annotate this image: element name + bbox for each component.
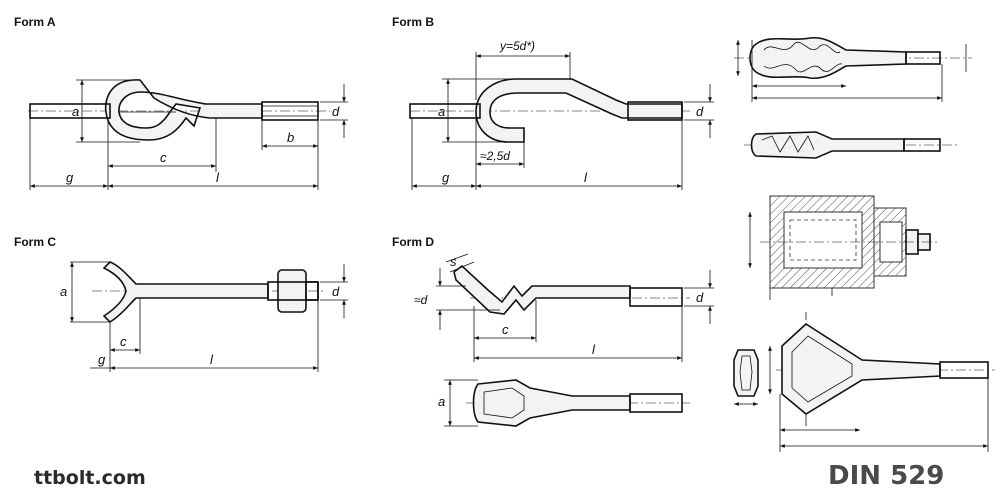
form-a-label: Form A [14, 15, 56, 29]
form-d-wave-body [453, 264, 631, 315]
form-d-thread [629, 287, 683, 307]
form-b-drawing: Form B y=5d*) a d ≈2,5d g l [392, 15, 714, 190]
form-c-dim-g: g [98, 352, 106, 367]
form-c-drawing: Form C a d c g l [14, 235, 348, 372]
form-d-plan-view [472, 379, 631, 427]
form-b-dim-l: l [584, 170, 588, 185]
embedded-anchor-section [748, 195, 940, 300]
form-a-eye-loop [104, 79, 263, 141]
form-d-label: Form D [392, 235, 434, 249]
form-d-plan-dim-a: a [438, 394, 445, 409]
form-c-fishtail [102, 261, 269, 324]
form-b-thread [627, 101, 683, 121]
form-d-dim-l: l [592, 342, 596, 357]
site-watermark: ttbolt.com [34, 467, 146, 489]
form-b-dim-y: y=5d*) [499, 39, 535, 53]
form-d-drawing: Form D s ≈d d c l a [392, 235, 714, 427]
form-a-dim-b: b [287, 130, 294, 145]
form-a-dim-g: g [66, 170, 74, 185]
form-d-dim-c: c [502, 322, 509, 337]
fork-end-view [733, 349, 759, 397]
form-b-dim-bend: ≈2,5d [480, 149, 510, 163]
form-c-nut [277, 269, 307, 313]
form-d-dim-approx-d: ≈d [414, 293, 428, 307]
form-a-dim-a: a [72, 104, 79, 119]
form-a-dim-d: d [332, 104, 340, 119]
form-b-dim-a: a [438, 104, 445, 119]
standard-title: DIN 529 [828, 461, 944, 491]
form-c-dim-l: l [210, 352, 214, 367]
right-views [733, 36, 995, 452]
twisted-anchor-view-1 [734, 36, 972, 102]
form-a-dim-l: l [216, 170, 220, 185]
form-c-dim-c: c [120, 334, 127, 349]
form-c-dim-a: a [60, 284, 67, 299]
form-d-plan-thread [629, 393, 683, 413]
form-d-dim-s: s [450, 254, 457, 269]
fork-anchor-views [733, 312, 995, 452]
twisted-anchor-view-2 [744, 131, 960, 159]
form-c-dim-d: d [332, 284, 340, 299]
form-d-dim-d: d [696, 290, 704, 305]
form-b-hook [475, 78, 683, 143]
form-a-dim-c: c [160, 150, 167, 165]
form-b-dim-g: g [442, 170, 450, 185]
form-a-shank-left [29, 103, 111, 119]
form-a-thread [261, 101, 319, 121]
form-b-shank-left [409, 103, 481, 119]
form-b-label: Form B [392, 15, 434, 29]
form-c-label: Form C [14, 235, 56, 249]
form-a-drawing: Form A a d b c g l [14, 15, 348, 190]
form-b-dim-d: d [696, 104, 704, 119]
